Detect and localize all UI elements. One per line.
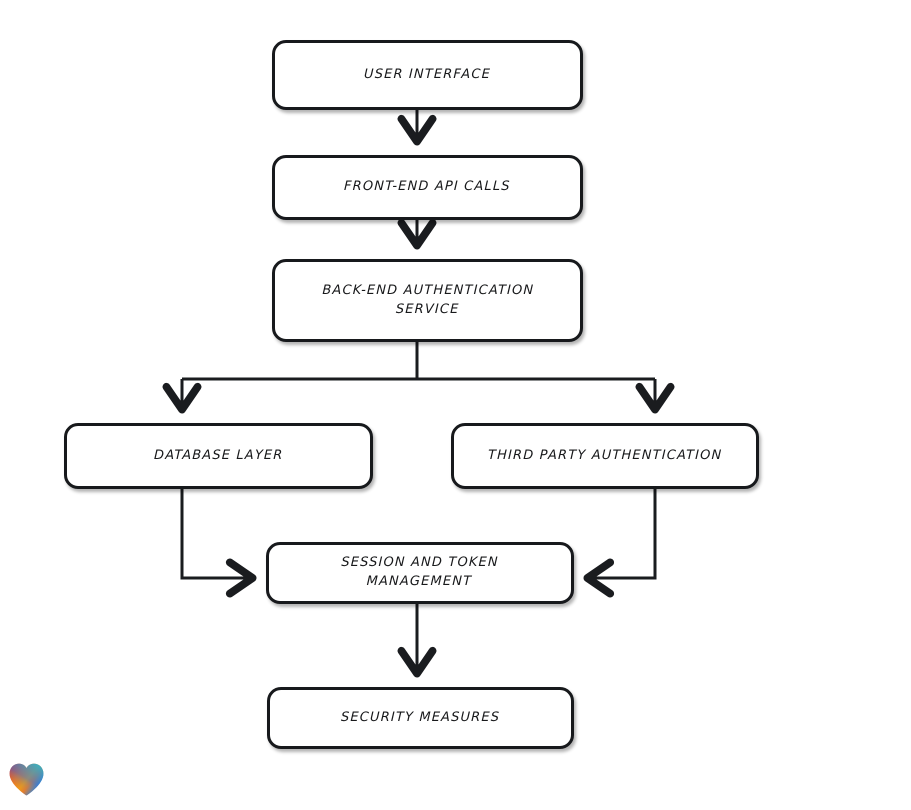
- node-session-and-token-management[interactable]: SESSION AND TOKEN MANAGEMENT: [266, 542, 574, 604]
- node-label-user-interface: USER INTERFACE: [363, 66, 492, 82]
- node-label-database-layer: DATABASE LAYER: [153, 447, 284, 463]
- node-backend-authentication-service[interactable]: BACK-END AUTHENTICATION SERVICE: [272, 259, 583, 342]
- node-label-third-party-authentication: THIRD PARTY AUTHENTICATION: [487, 447, 723, 463]
- heart-icon: [9, 763, 44, 796]
- node-database-layer[interactable]: DATABASE LAYER: [64, 423, 373, 489]
- node-frontend-api-calls[interactable]: FRONT-END API CALLS: [272, 155, 583, 220]
- node-label-security-measures: SECURITY MEASURES: [340, 709, 501, 725]
- edge-database-layer-to-session-token: [180, 489, 257, 598]
- node-label-frontend-api-calls: FRONT-END API CALLS: [343, 179, 512, 195]
- node-security-measures[interactable]: SECURITY MEASURES: [267, 687, 574, 749]
- node-user-interface[interactable]: USER INTERFACE: [272, 40, 583, 110]
- edge-third-party-auth-to-session-token: [583, 489, 657, 598]
- node-label-backend-authentication-service: BACK-END AUTHENTICATION SERVICE: [321, 282, 535, 317]
- node-third-party-authentication[interactable]: THIRD PARTY AUTHENTICATION: [451, 423, 759, 489]
- node-label-session-and-token-management: SESSION AND TOKEN MANAGEMENT: [341, 555, 500, 589]
